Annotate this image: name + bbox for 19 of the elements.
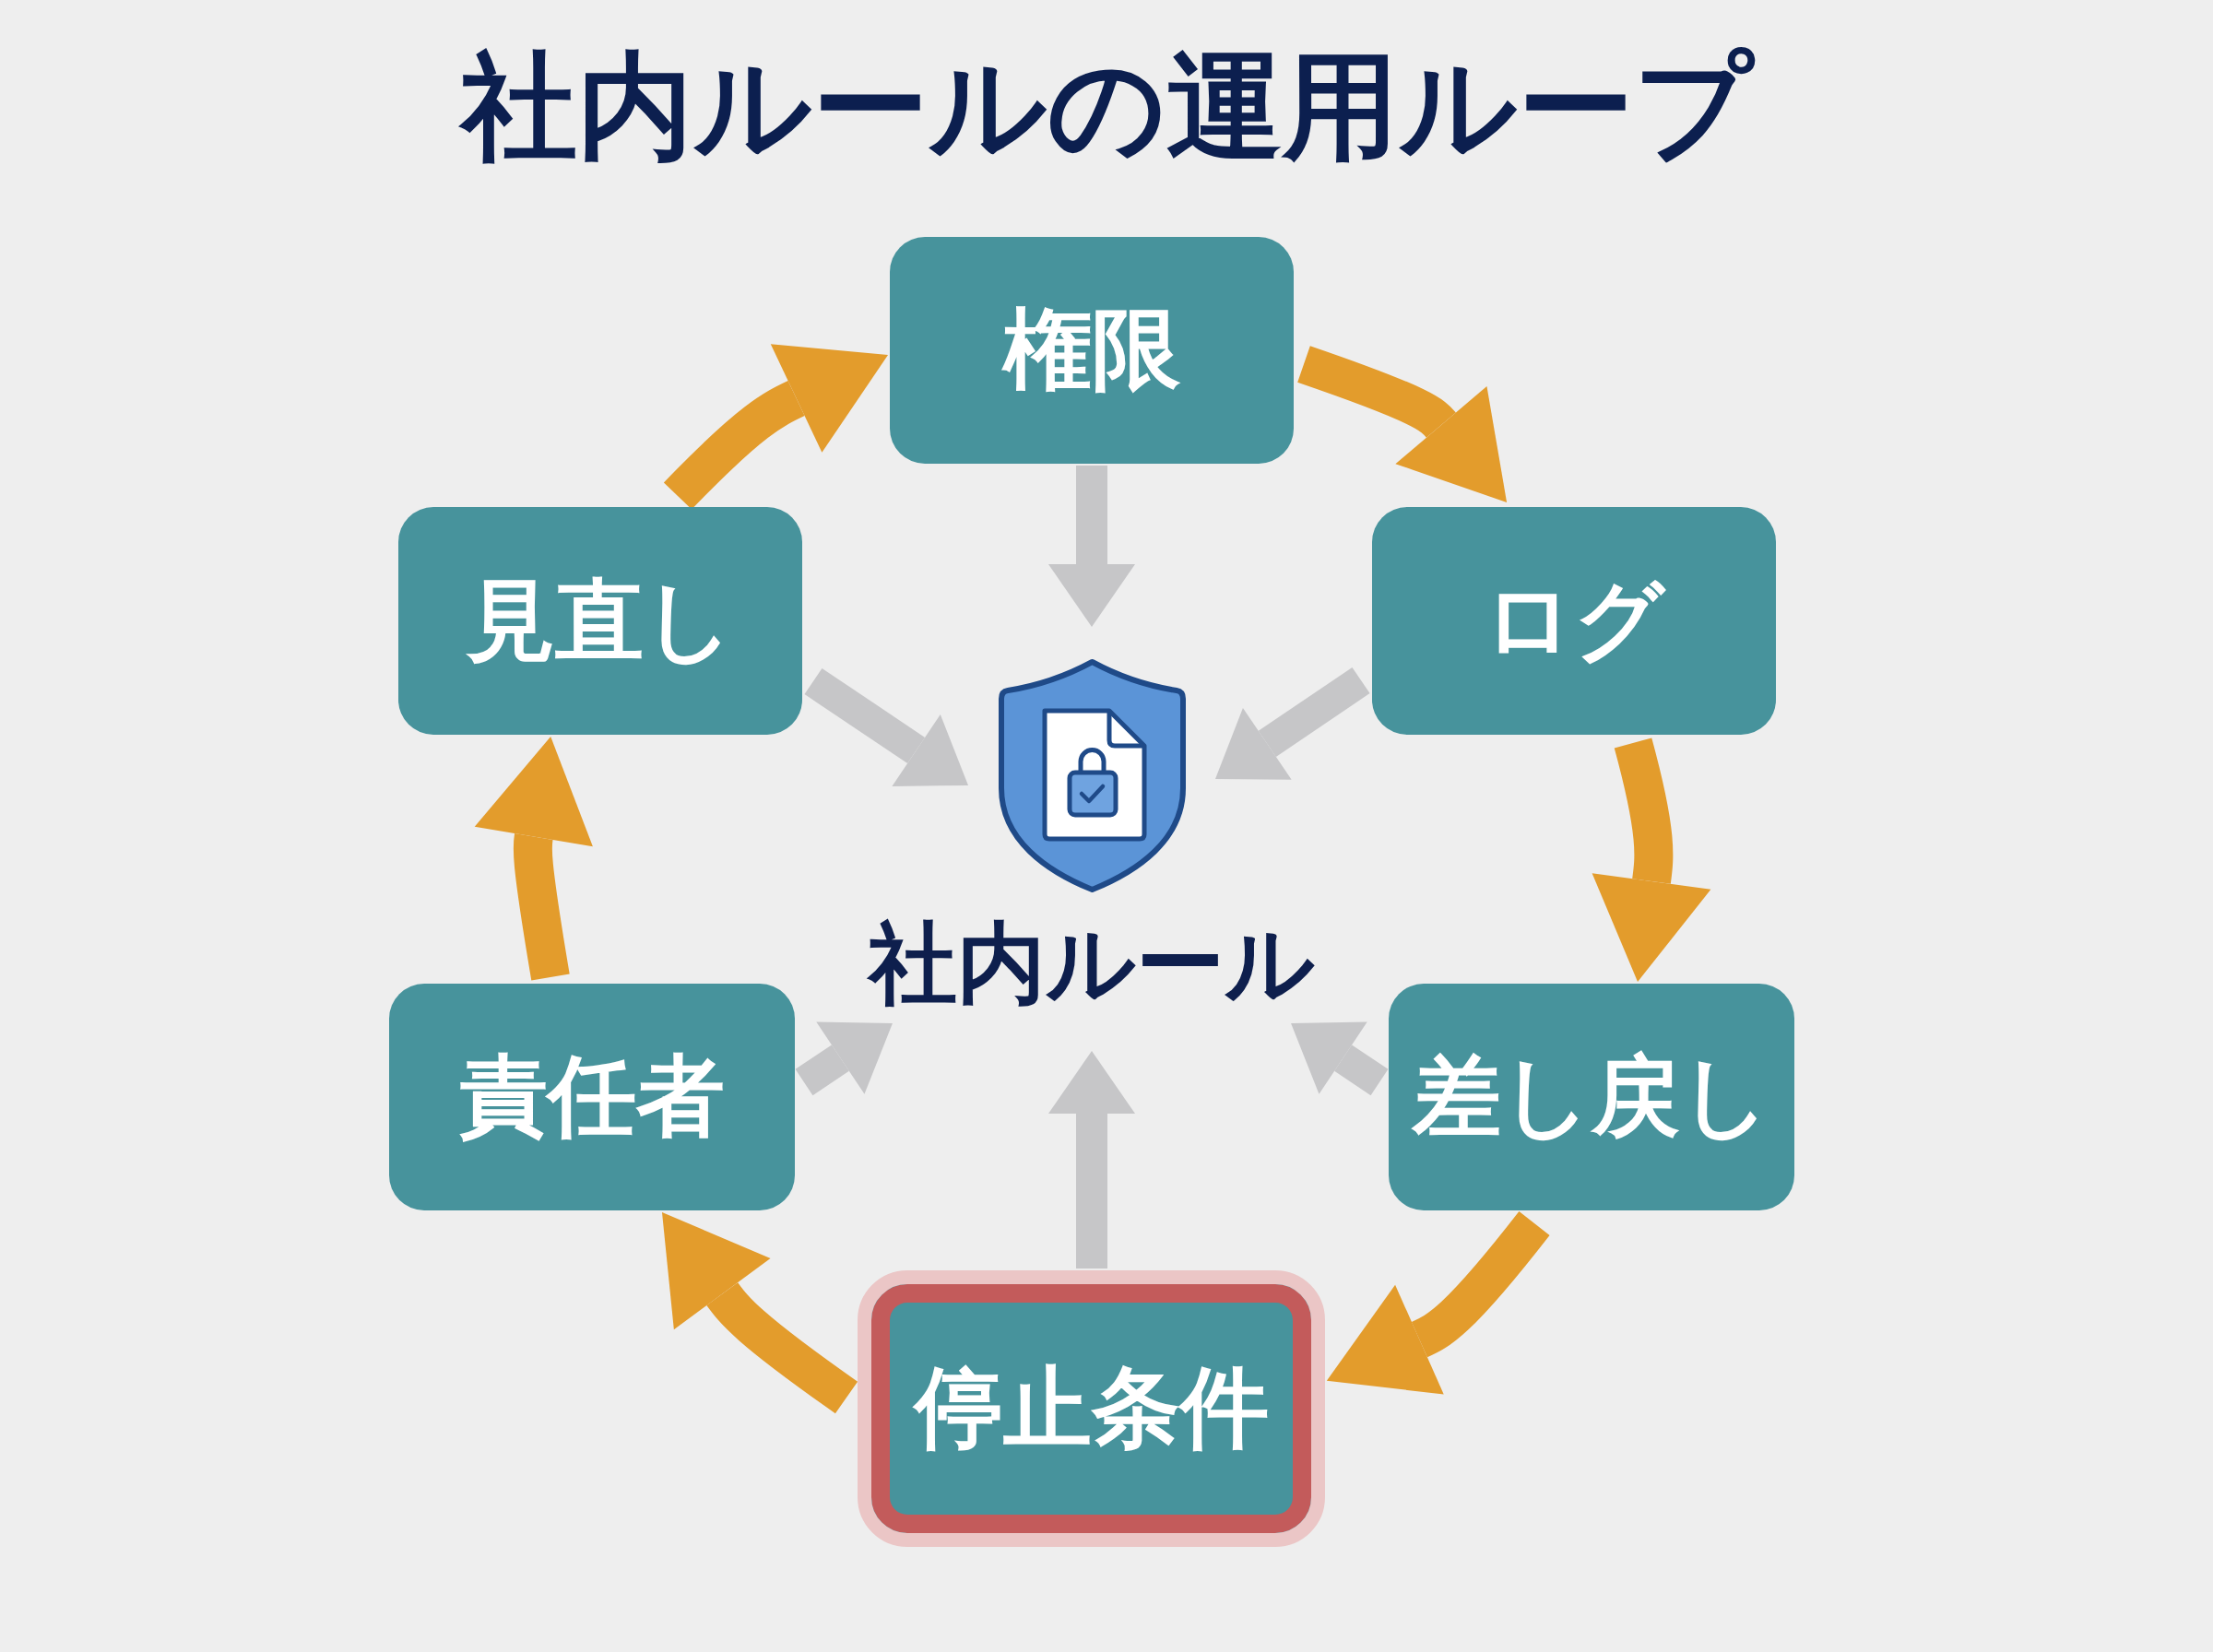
arrow xyxy=(804,667,969,786)
process-box: 差し戻し xyxy=(1389,984,1794,1210)
arrow xyxy=(1048,1051,1135,1268)
arrow xyxy=(1291,1021,1389,1096)
arrow xyxy=(1215,667,1370,780)
process-box: 権限 xyxy=(890,237,1294,464)
process-box: ログ xyxy=(1372,507,1776,735)
arrow xyxy=(1048,466,1135,627)
arrow xyxy=(1592,738,1711,983)
process-box: 見直し xyxy=(398,507,802,735)
process-box: 責任者 xyxy=(389,984,795,1210)
arrow xyxy=(663,344,888,510)
highlighted-box: 停止条件 xyxy=(858,1270,1325,1547)
arrow xyxy=(1327,1210,1550,1395)
arrow xyxy=(474,736,593,981)
arrow xyxy=(795,1021,893,1096)
arrow xyxy=(661,1212,858,1414)
center-label: 社内ルール xyxy=(869,913,1315,1015)
arrow xyxy=(1297,346,1509,502)
